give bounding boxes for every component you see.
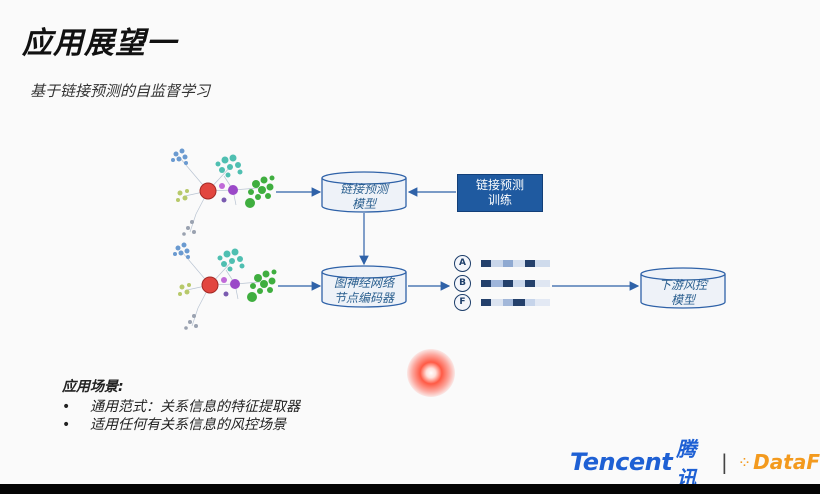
downstream-cylinder [640, 267, 726, 309]
node-label-b: B [454, 275, 471, 292]
link-model-cylinder [321, 171, 407, 213]
scenario-item: 通用范式：关系信息的特征提取器 [62, 398, 300, 416]
embedding-a [481, 260, 550, 267]
downstream-label: 下游风控模型 [658, 278, 707, 307]
laser-pointer [407, 349, 455, 397]
tencent-logo-cn: 腾讯 [676, 437, 697, 484]
application-scenarios: 应用场景: 通用范式：关系信息的特征提取器 适用任何有关系信息的风控场景 [62, 376, 300, 434]
embedding-f [481, 299, 550, 306]
slide: 应用展望一 基于链接预测的自监督学习 [0, 0, 820, 484]
pipeline-diagram [171, 148, 726, 330]
embedding-b [481, 280, 550, 287]
embedding-vectors [481, 260, 550, 306]
page-subtitle: 基于链接预测的自监督学习 [30, 82, 211, 100]
node-label-a: A [454, 255, 471, 272]
encoder-cylinder [321, 265, 407, 308]
graph-illustration-top [171, 148, 275, 236]
brand-footer: Tencent 腾讯 | ⁘ DataF [570, 437, 820, 484]
scenario-item: 适用任何有关系信息的风控场景 [62, 416, 300, 434]
encoder-label: 图神经网络节点编码器 [333, 276, 394, 305]
link-prediction-training-box: 链接预测训练 [457, 174, 543, 212]
page-title: 应用展望一 [22, 26, 177, 61]
tencent-logo-text: Tencent [570, 448, 673, 476]
node-label-f: F [454, 294, 471, 311]
brand-separator: | [721, 450, 728, 474]
graph-illustration-bottom [173, 242, 277, 330]
link-model-label: 链接预测模型 [339, 182, 388, 211]
bottom-bar [0, 484, 820, 494]
datafun-dots-icon: ⁘ [737, 452, 752, 472]
scenario-heading: 应用场景: [62, 379, 124, 395]
datafun-logo-text: DataF [753, 450, 820, 474]
